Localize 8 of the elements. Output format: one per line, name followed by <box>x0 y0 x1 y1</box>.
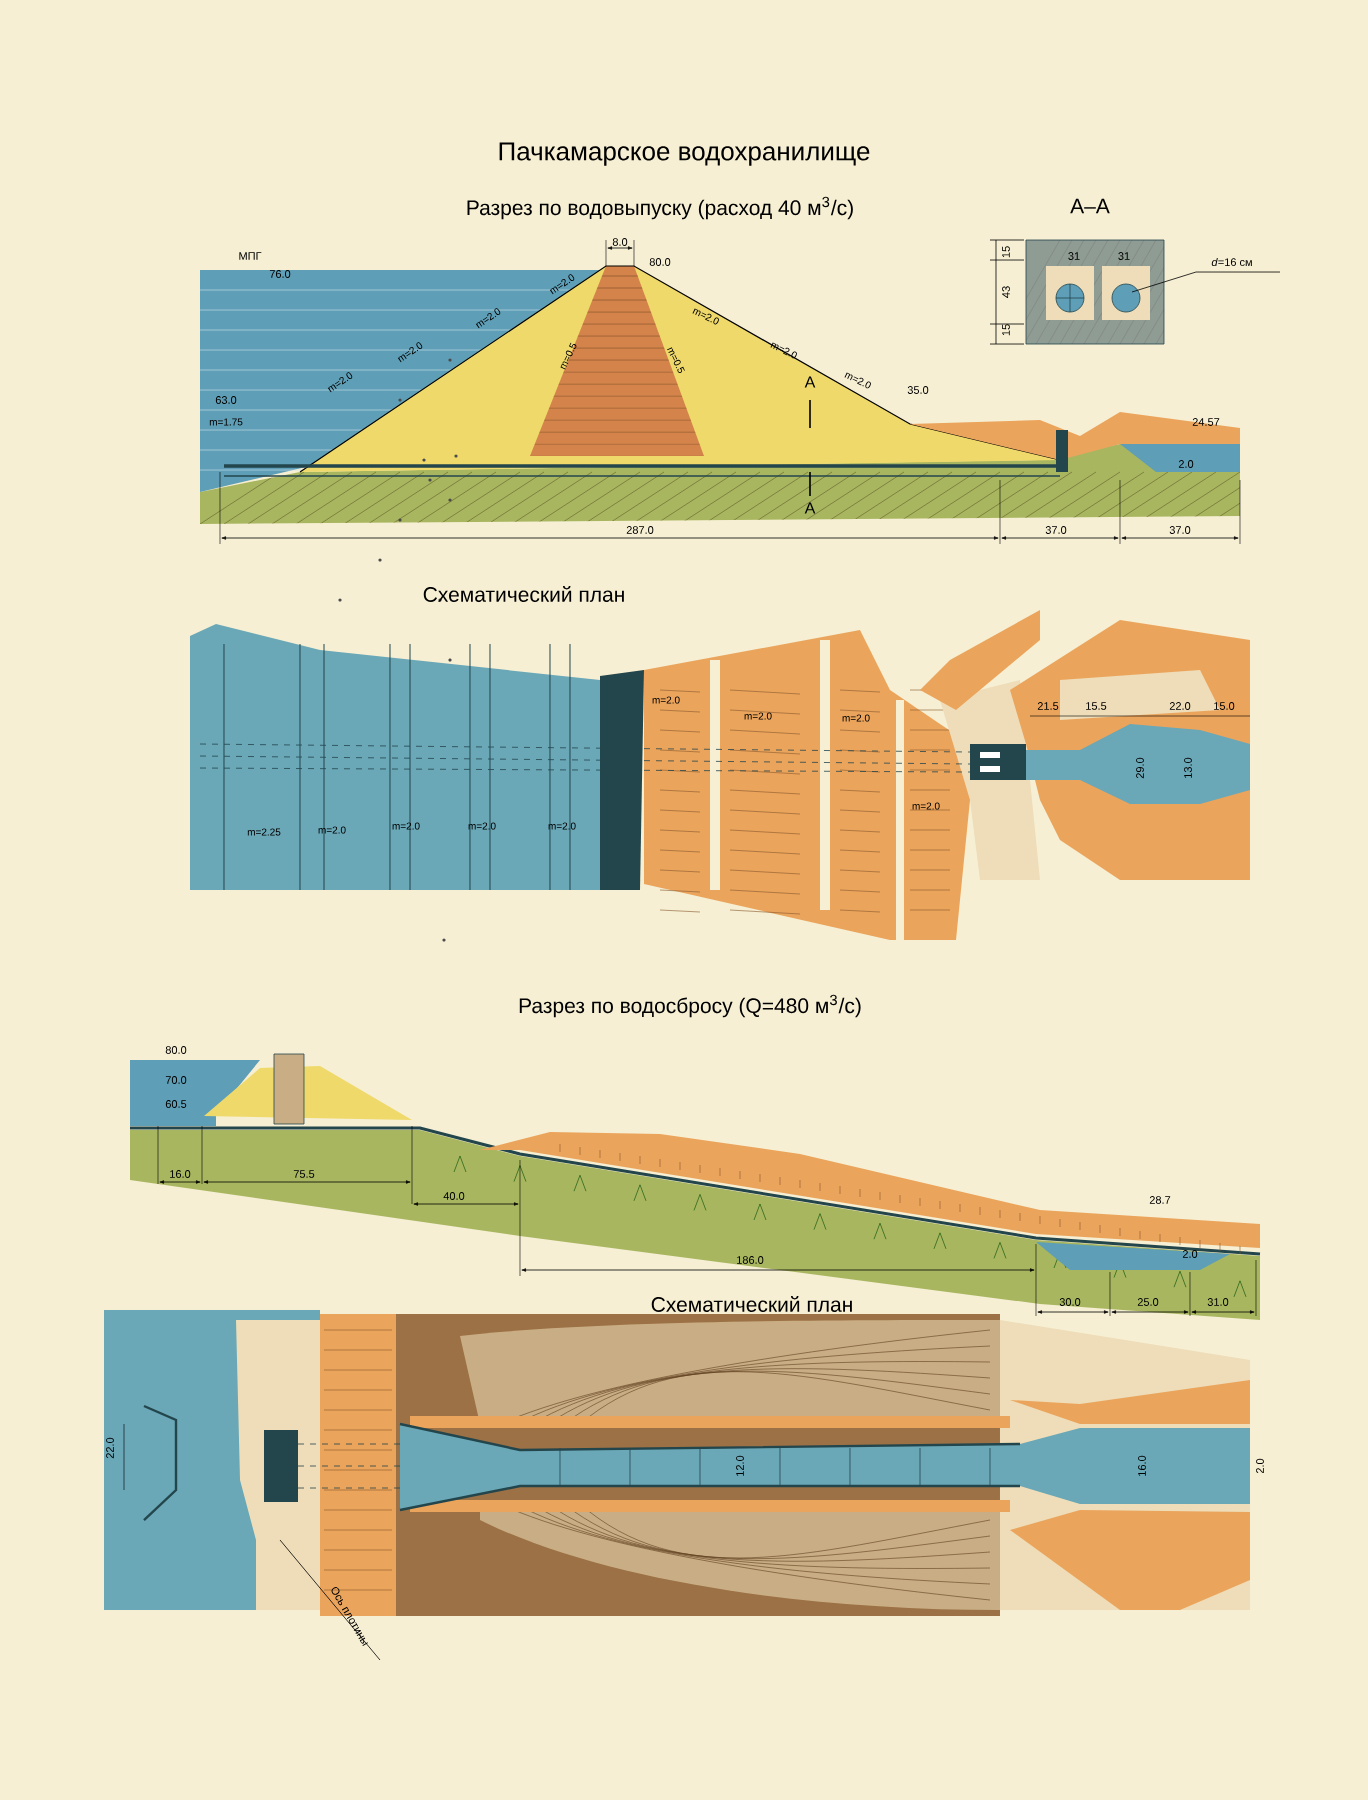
section-mark: А <box>804 376 816 388</box>
section-title: Схематический план <box>423 586 624 602</box>
page-title: Пачкамарское водохранилище <box>499 142 870 166</box>
section-title: Разрез по водовыпуску (расход 40 м$^{3}$/с) <box>467 196 853 220</box>
section-title: Разрез по водосбросу (Q=480 м$^{3}$/с) <box>519 994 861 1018</box>
section-title: А–А <box>1070 198 1110 214</box>
section-title: Схематический план <box>651 1296 852 1312</box>
section-mark: А <box>804 502 816 514</box>
